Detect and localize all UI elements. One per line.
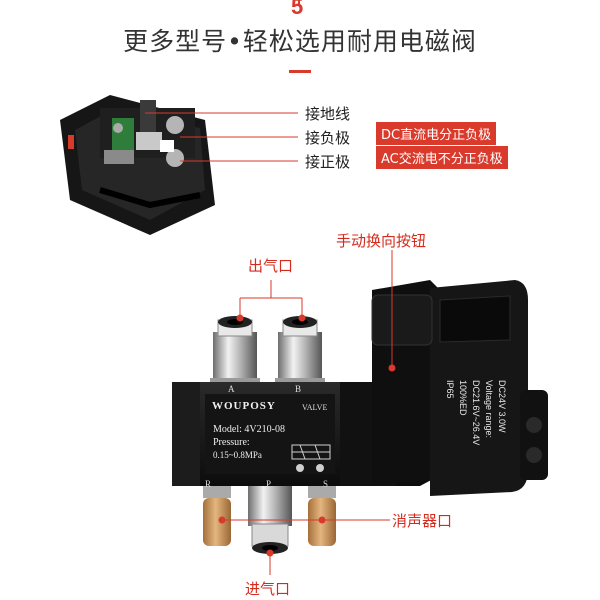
callout-manual-button: 手动换向按钮 — [336, 232, 427, 250]
inlet-fitting — [248, 486, 292, 554]
coil-text-2: Voltage range: — [484, 380, 494, 439]
page-title: 更多型号•轻松选用耐用电磁阀 — [123, 27, 477, 56]
coil-text-1: DC24V 3.0W — [497, 380, 507, 433]
model-text: Model: 4V210-08 — [213, 424, 285, 435]
label-ground: 接地线 — [305, 105, 351, 123]
port-s-label: S — [323, 479, 329, 489]
valve-word: VALVE — [302, 403, 328, 412]
section-number: 5 — [291, 0, 304, 19]
coil-text-3: DC21.6V~26.4V — [471, 380, 481, 446]
pressure-value: 0.15~0.8MPa — [213, 450, 262, 460]
callout-leaders — [218, 250, 396, 575]
title-underline — [289, 70, 311, 73]
outlet-fitting-a — [210, 316, 260, 384]
port-b-label: B — [295, 384, 302, 394]
valve-plate — [205, 394, 335, 474]
brand-logo: WOUPOSY — [212, 400, 276, 412]
muffler-right — [308, 486, 336, 546]
port-a-label: A — [228, 384, 235, 394]
label-positive: 接正极 — [305, 153, 351, 171]
header-line — [298, 0, 300, 6]
coil-text-4: 100%ED — [458, 380, 468, 416]
label-negative: 接负极 — [305, 129, 351, 147]
ac-note: AC交流电不分正负极 — [376, 146, 508, 169]
solenoid-coil — [371, 280, 548, 496]
dc-note: DC直流电分正负极 — [376, 122, 497, 145]
coil-text-5: IP65 — [445, 380, 455, 399]
wiring-leaders — [145, 112, 298, 162]
port-r-label: R — [205, 479, 212, 489]
muffler-left — [203, 486, 231, 546]
callout-muffler: 消声器口 — [392, 512, 453, 530]
outlet-fitting-b — [275, 316, 325, 384]
port-p-label: P — [266, 479, 272, 489]
callout-inlet: 进气口 — [245, 580, 291, 598]
pressure-label: Pressure: — [213, 437, 250, 448]
connector-closeup — [60, 95, 215, 235]
callout-outlet: 出气口 — [248, 257, 294, 275]
